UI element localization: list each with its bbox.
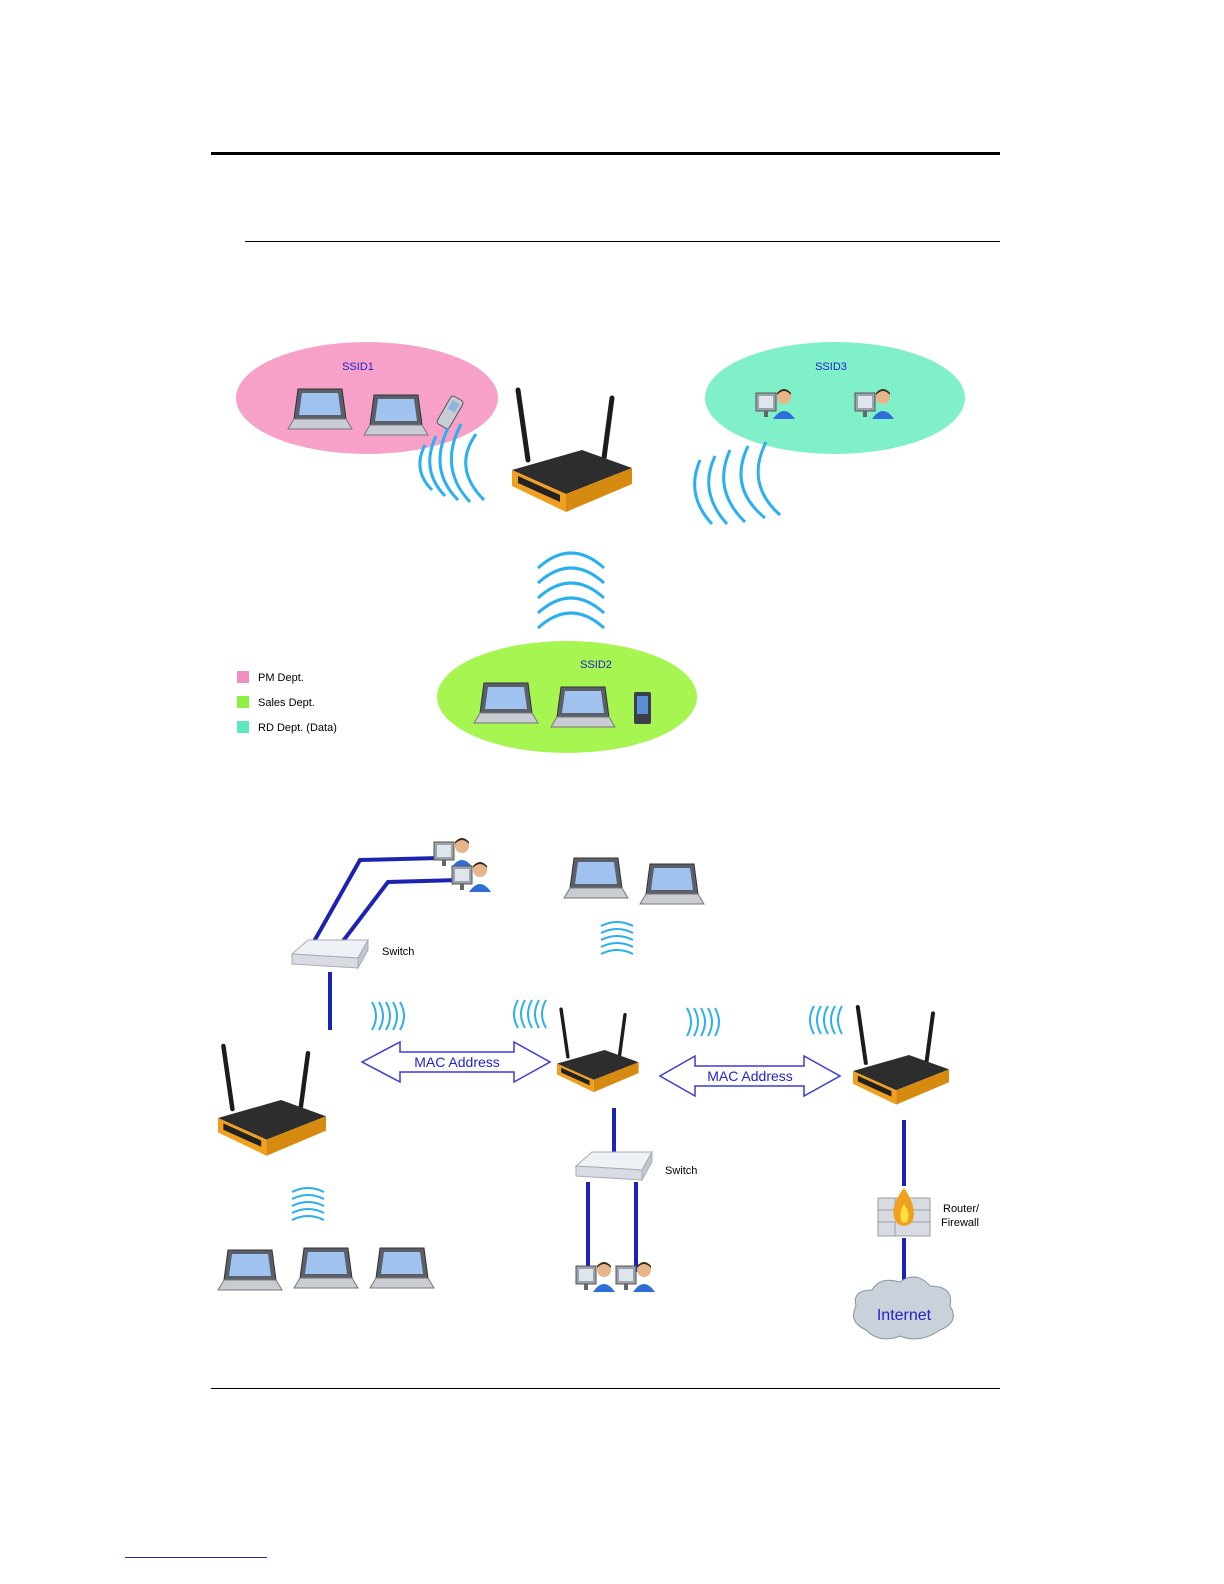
ssid3-label: SSID3 [815, 361, 847, 373]
laptop-icon [364, 395, 428, 435]
wireless-signal-icon [687, 1008, 719, 1036]
wireless-signal-icon [538, 553, 604, 628]
mac-address-label: MAC Address [707, 1068, 793, 1084]
laptop-icon [288, 389, 352, 429]
laptop-icon [640, 864, 704, 904]
switch-label: Switch [382, 946, 414, 958]
access-point-icon [853, 1007, 949, 1105]
firewall-icon [878, 1188, 930, 1236]
user-workstation-icon [452, 862, 491, 892]
wireless-signal-icon [810, 1006, 842, 1034]
router-firewall-label: Router/ [943, 1203, 980, 1215]
laptop-icon [294, 1248, 358, 1288]
user-workstation-icon [576, 1262, 615, 1292]
switch-icon [292, 940, 368, 968]
access-point-icon [557, 1009, 639, 1092]
legend: PM Dept. Sales Dept. RD Dept. (Data) [237, 671, 337, 734]
laptop-icon [551, 687, 615, 727]
wireless-signal-icon [601, 922, 633, 954]
switch-icon [576, 1152, 652, 1180]
laptop-icon [564, 858, 628, 898]
laptop-icon [370, 1248, 434, 1288]
mac-address-arrow: MAC Address [660, 1056, 840, 1096]
pda-icon [634, 692, 651, 724]
legend-label-pm: PM Dept. [258, 672, 304, 684]
legend-swatch-rd [237, 721, 249, 733]
switch-label: Switch [665, 1165, 697, 1177]
router-firewall-label: Firewall [941, 1217, 979, 1229]
access-point-icon [512, 390, 632, 512]
ssid-diagram: SSID1 SSID3 SSID2 [236, 342, 965, 753]
user-workstation-icon [434, 838, 473, 868]
ssid1-label: SSID1 [342, 361, 374, 373]
wireless-signal-icon [372, 1002, 404, 1030]
ssid3-zone [705, 342, 965, 454]
internet-cloud-icon: Internet [854, 1277, 954, 1339]
access-point-icon [218, 1046, 326, 1156]
legend-label-rd: RD Dept. (Data) [258, 722, 337, 734]
laptop-icon [474, 683, 538, 723]
legend-label-sales: Sales Dept. [258, 697, 315, 709]
internet-label: Internet [877, 1307, 932, 1324]
ssid1-zone [236, 342, 498, 454]
mac-address-label: MAC Address [414, 1054, 500, 1070]
wireless-signal-icon [292, 1188, 324, 1220]
mac-address-arrow: MAC Address [362, 1042, 550, 1082]
wireless-signal-icon [514, 1000, 546, 1028]
ssid2-label: SSID2 [580, 659, 612, 671]
legend-swatch-pm [237, 671, 249, 683]
wireless-signal-icon [695, 442, 780, 524]
laptop-icon [218, 1250, 282, 1290]
wds-diagram: Switch MAC Address MAC Address Switch [218, 838, 980, 1339]
legend-swatch-sales [237, 696, 249, 708]
user-workstation-icon [616, 1262, 655, 1292]
